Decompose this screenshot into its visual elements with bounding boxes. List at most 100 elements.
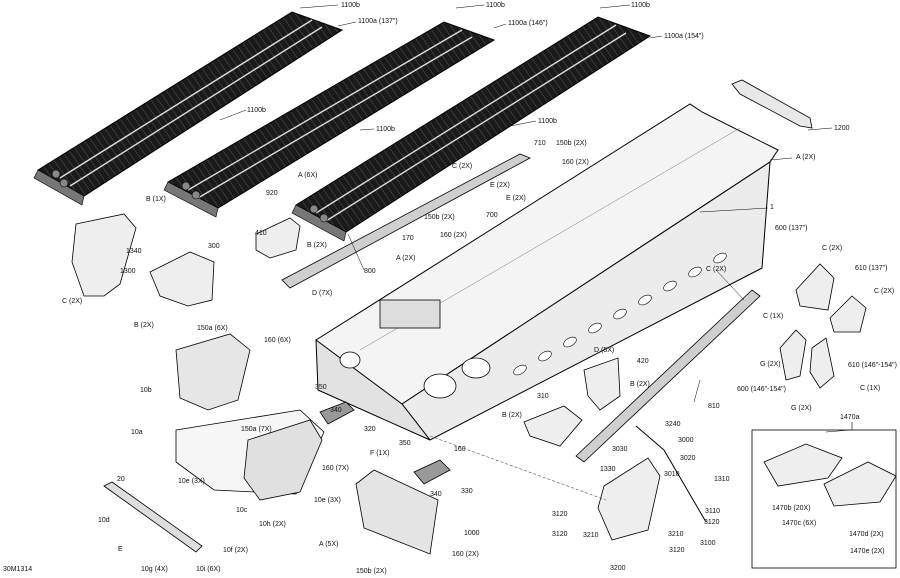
- callout-l1200: 1200: [834, 125, 850, 132]
- callout-lC2x_top: C (2X): [452, 163, 473, 170]
- callout-l10h2x: 10h (2X): [259, 521, 286, 528]
- callout-l1310: 1310: [714, 476, 730, 483]
- callout-l150b2x_mid: 150b (2X): [424, 214, 455, 221]
- callout-l3110: 3110: [705, 508, 721, 515]
- callout-l310: 310: [537, 393, 549, 400]
- bracket-320: [319, 401, 355, 425]
- callout-l1100b_6: 1100b: [538, 118, 557, 125]
- bracket-310: [523, 405, 583, 447]
- running-board-810: [575, 289, 761, 463]
- callout-l710: 710: [534, 140, 546, 147]
- bracket-300: [149, 251, 215, 307]
- bracket-600-146: [779, 329, 807, 381]
- bracket-410: [255, 217, 301, 259]
- callout-l3100: 3100: [700, 540, 716, 547]
- heat-exchanger-146: [163, 21, 496, 218]
- callout-l320: 320: [364, 426, 376, 433]
- callout-l3120_d: 3120: [669, 547, 685, 554]
- callout-lD7x: D (7X): [312, 290, 333, 297]
- callout-l1100a154: 1100a (154"): [664, 33, 704, 40]
- bracket-420: [583, 357, 621, 411]
- callout-l1000: 1000: [464, 530, 480, 537]
- callout-l150b2x_bot: 150b (2X): [356, 568, 387, 575]
- tunnel-cutouts: [513, 252, 727, 376]
- callout-l350_a: 350: [315, 384, 327, 391]
- callout-lA5x: A (5X): [319, 541, 339, 548]
- bracket-600-137: [795, 263, 835, 311]
- inset-title: 1470a: [840, 414, 860, 421]
- callout-l420: 420: [637, 358, 649, 365]
- guard-1470a-right: [823, 461, 897, 507]
- callout-lC1x_a: C (1X): [763, 313, 784, 320]
- callout-l3120_b: 3120: [552, 531, 568, 538]
- plate-10d: [103, 481, 203, 553]
- callout-l10f2x: 10f (2X): [223, 547, 248, 554]
- callout-l330: 330: [461, 488, 473, 495]
- bracket-1300: [71, 213, 137, 297]
- callout-l700: 700: [486, 212, 498, 219]
- callout-l810: 810: [708, 403, 720, 410]
- callout-lE: E: [118, 546, 123, 553]
- heat-exchanger-137: [33, 11, 344, 206]
- callout-l3120_a: 3120: [552, 511, 568, 518]
- callout-l1: 1: [770, 204, 774, 211]
- callout-l3030: 3030: [612, 446, 628, 453]
- callout-l10e3x_a: 10e (3X): [178, 478, 205, 485]
- callout-lE2x_a: E (2X): [490, 182, 510, 189]
- callout-lB2x_300: B (2X): [134, 322, 154, 329]
- callout-lB2x_420: B (2X): [630, 381, 650, 388]
- callout-l10g4x: 10g (4X): [141, 566, 168, 573]
- callout-l150a6x: 150a (6X): [197, 325, 228, 332]
- bracket-610-146: [809, 337, 835, 389]
- bracket-10c: [243, 419, 323, 501]
- cooler-1000: [355, 469, 439, 555]
- callout-lF1x: F (1X): [370, 450, 390, 457]
- callout-lB1x: B (1X): [146, 196, 166, 203]
- callout-l1470e: 1470e (2X): [850, 548, 885, 555]
- callout-l3010: 3010: [664, 471, 680, 478]
- callout-l160_7x: 160 (7X): [322, 465, 349, 472]
- bracket-1310: [597, 457, 661, 541]
- callout-l3120_c: 3120: [704, 519, 720, 526]
- bracket-330: [413, 459, 451, 485]
- callout-l160_2x_bot: 160 (2X): [452, 551, 479, 558]
- callout-l160_2x_mid: 160 (2X): [440, 232, 467, 239]
- callout-l170: 170: [402, 235, 414, 242]
- callout-l1470d: 1470d (2X): [849, 531, 884, 538]
- callout-l10c: 10c: [236, 507, 248, 514]
- callout-lG2x_a: G (2X): [760, 361, 781, 368]
- bracket-610-137: [829, 295, 867, 333]
- callout-l10e3x_b: 10e (3X): [314, 497, 341, 504]
- tunnel: [315, 103, 779, 441]
- callout-l3000: 3000: [678, 437, 694, 444]
- callout-l610_137: 610 (137"): [855, 265, 888, 272]
- callout-l160_f: 160: [454, 446, 466, 453]
- callout-lD5x: D (5X): [594, 347, 615, 354]
- callout-l1100b_1: 1100b: [341, 2, 360, 9]
- callout-l610_146: 610 (146"-154"): [848, 362, 897, 369]
- diagram-code: 30M1314: [3, 566, 33, 573]
- callout-l1470c: 1470c (6X): [782, 520, 817, 527]
- callout-lA6x: A (6X): [298, 172, 318, 179]
- callout-lC2x_810: C (2X): [706, 266, 727, 273]
- callout-l10a: 10a: [131, 429, 143, 436]
- callout-l3200: 3200: [610, 565, 626, 572]
- callout-l3210_b: 3210: [668, 531, 684, 538]
- callout-l1100b_5: 1100b: [376, 126, 395, 133]
- callout-l1100a146: 1100a (146"): [508, 20, 548, 27]
- callout-l3240: 3240: [665, 421, 681, 428]
- callout-lB2x_410: B (2X): [307, 242, 327, 249]
- running-board-800: [281, 153, 531, 289]
- callout-l20: 20: [117, 476, 125, 483]
- rear-bracket-1200: [731, 79, 813, 129]
- callout-lC2x_left: C (2X): [62, 298, 83, 305]
- callout-lA2x_mid: A (2X): [396, 255, 416, 262]
- callout-l350_b: 350: [399, 440, 411, 447]
- callout-l300: 300: [208, 243, 220, 250]
- callout-l10d: 10d: [98, 517, 110, 524]
- callout-l1100b_3: 1100b: [631, 2, 650, 9]
- callout-lA2x_top: A (2X): [796, 154, 816, 161]
- callout-l1300: 1300: [120, 268, 136, 275]
- callout-l150b2x_top: 150b (2X): [556, 140, 587, 147]
